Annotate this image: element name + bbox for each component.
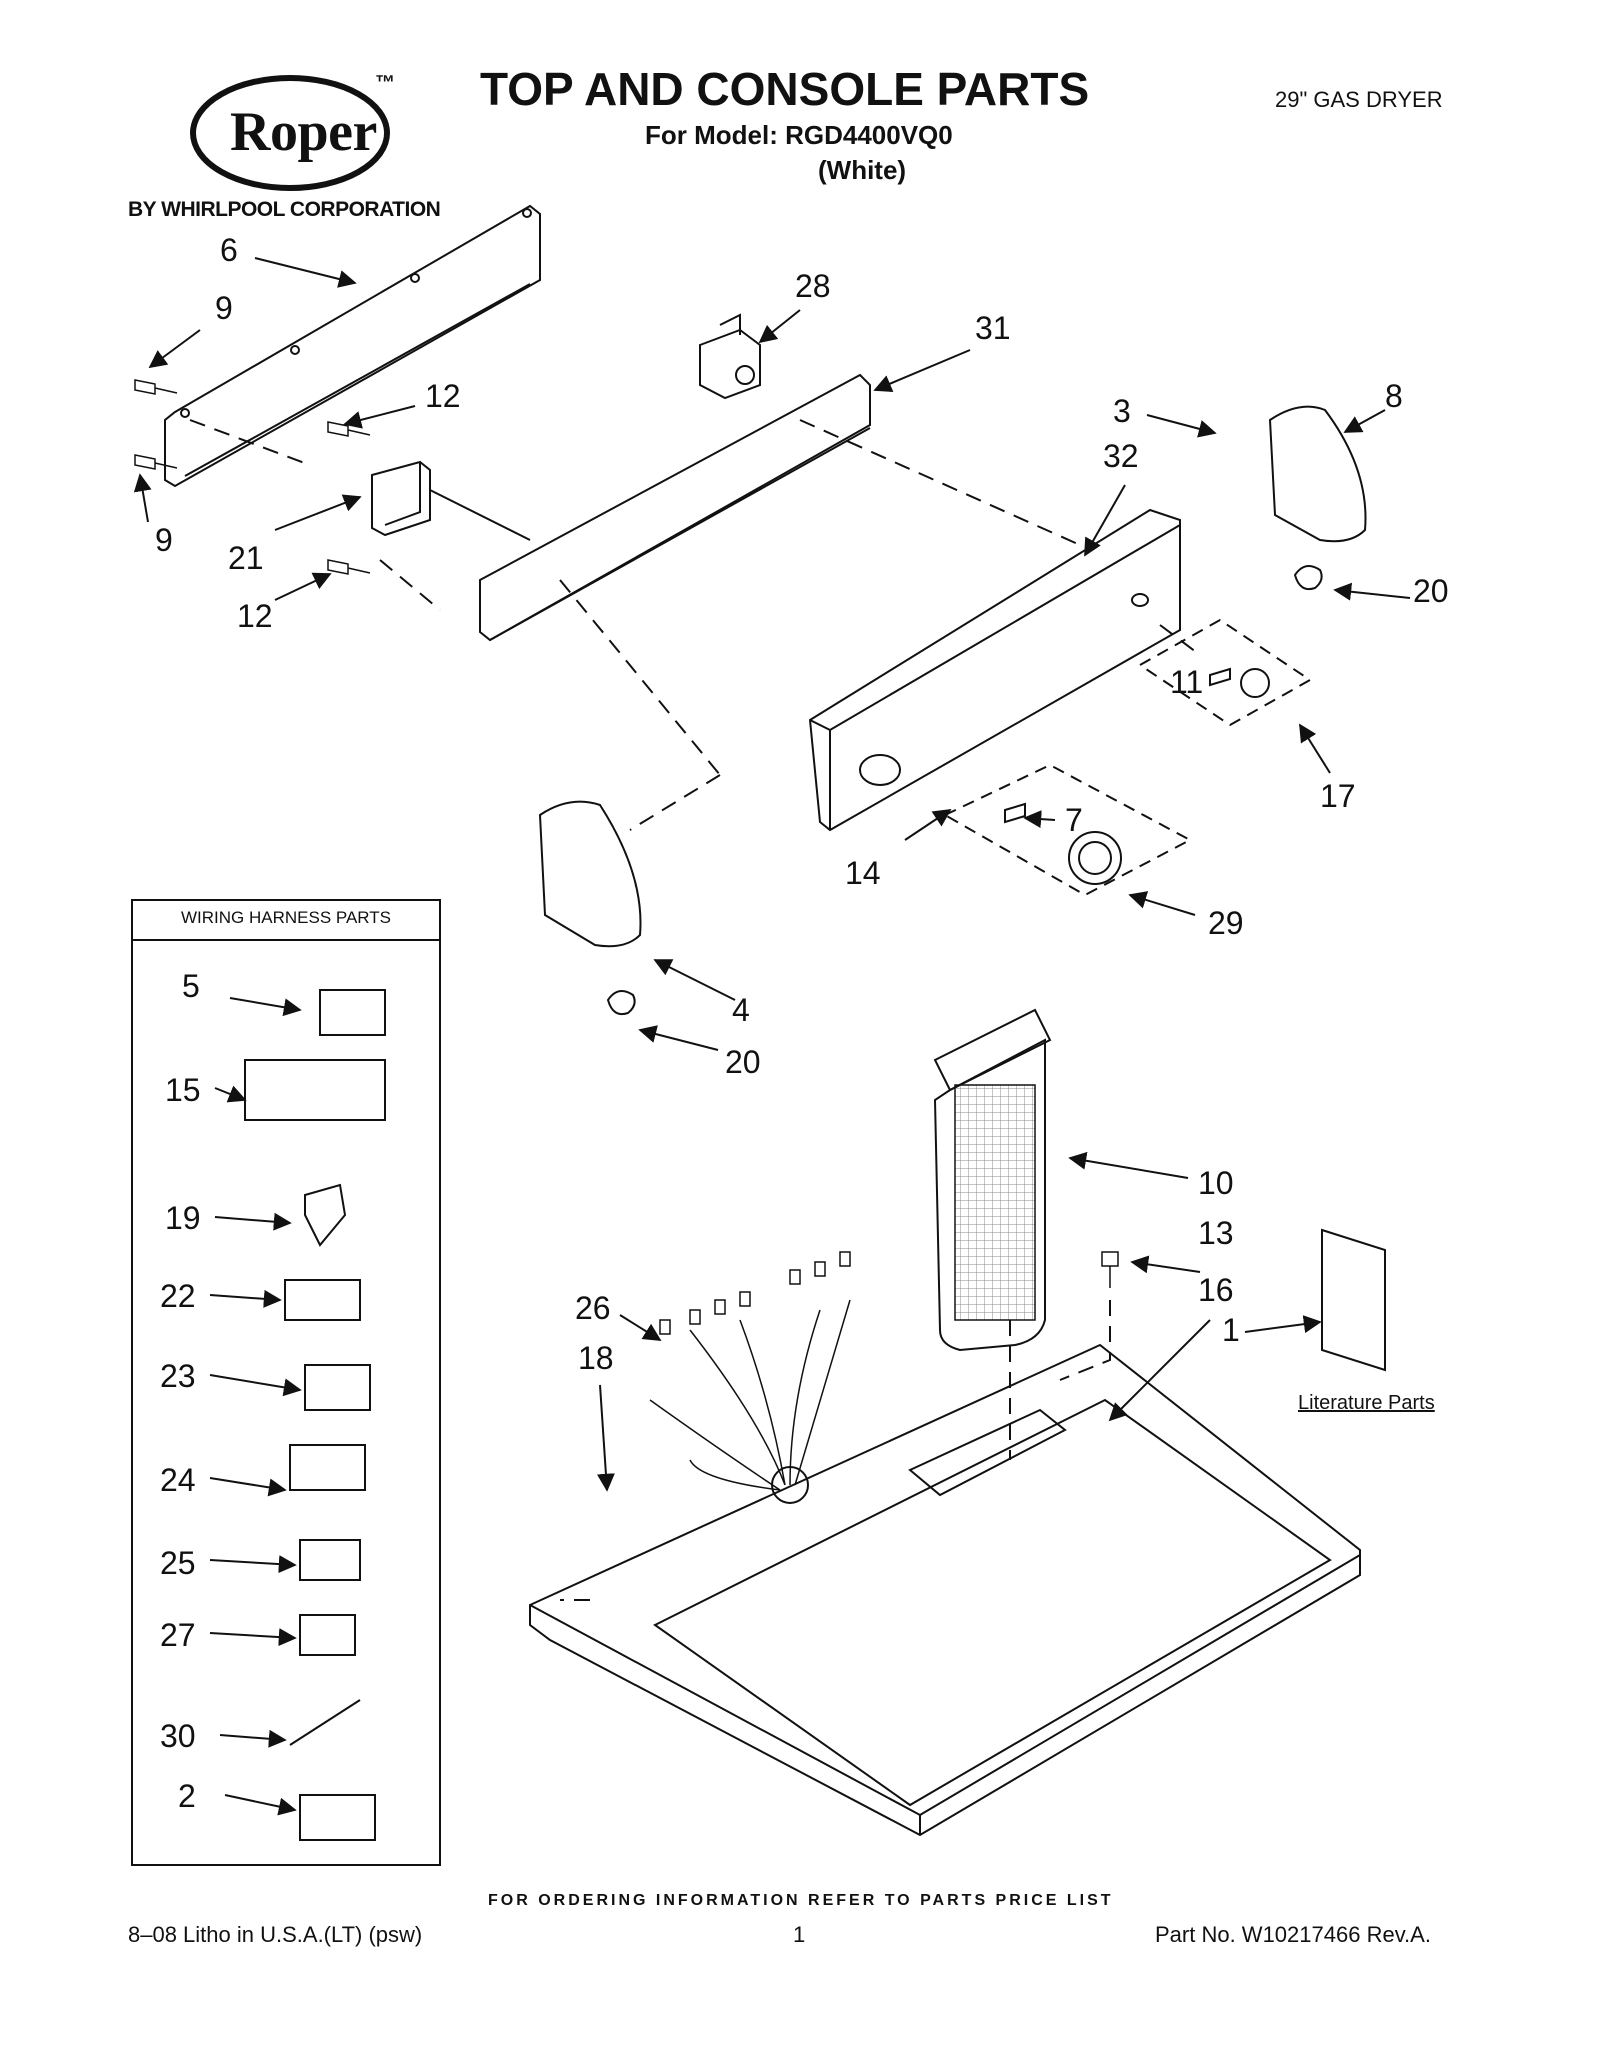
- harness-callout-27: 27: [160, 1617, 196, 1653]
- harness-callout-25: 25: [160, 1545, 196, 1581]
- screw-13: [1101, 1251, 1119, 1288]
- part-number: Part No. W10217466 Rev.A.: [1155, 1922, 1431, 1947]
- callout-6: 6: [220, 232, 238, 268]
- harness-callout-5: 5: [182, 968, 200, 1004]
- callout-28: 28: [795, 268, 831, 304]
- knob-group-17: [1138, 618, 1312, 727]
- color-line: (White): [818, 155, 907, 185]
- harness-callout-30: 30: [160, 1718, 196, 1754]
- callout-7: 7: [1065, 802, 1083, 838]
- literature-1: [1321, 1228, 1386, 1372]
- top-16: [529, 1343, 1361, 1837]
- harness-callout-23: 23: [160, 1358, 196, 1394]
- callout-11: 11: [1170, 664, 1204, 700]
- roper-logo: [190, 75, 390, 191]
- harness-callout-22: 22: [160, 1278, 196, 1314]
- literature-parts-label: Literature Parts: [1298, 1392, 1435, 1414]
- callout-13: 13: [1198, 1215, 1234, 1251]
- brand-logo-text: Roper: [230, 101, 377, 163]
- trademark: ™: [375, 72, 395, 94]
- callout-12: 12: [237, 598, 273, 634]
- callout-9: 9: [215, 290, 233, 326]
- callout-12: 12: [425, 378, 461, 414]
- harness-box-title: WIRING HARNESS PARTS: [180, 908, 391, 927]
- console-32: [808, 508, 1181, 832]
- corporation-line: BY WHIRLPOOL CORPORATION: [128, 198, 441, 221]
- callout-14: 14: [845, 855, 881, 891]
- switch-28: [699, 313, 761, 400]
- harness-callout-2: 2: [178, 1778, 196, 1814]
- rear-panel-6: [164, 204, 541, 488]
- harness-arrows: [209, 997, 302, 1816]
- page-number: 1: [793, 1922, 806, 1947]
- console-bracket-31: [479, 373, 871, 642]
- callout-17: 17: [1320, 778, 1356, 814]
- callout-16: 16: [1198, 1272, 1234, 1308]
- timer-21: [371, 460, 531, 541]
- ordering-info: FOR ORDERING INFORMATION REFER TO PARTS …: [488, 1892, 1114, 1909]
- dashed-connectors: [189, 419, 1201, 1601]
- callout-31: 31: [975, 310, 1011, 346]
- leader-arrows: [133, 257, 1411, 1492]
- callout-21: 21: [228, 540, 264, 576]
- wiring-harness-26: [649, 1251, 851, 1491]
- end-cap-8: [1268, 405, 1367, 543]
- callout-20: 20: [725, 1044, 761, 1080]
- callout-8: 8: [1385, 378, 1403, 414]
- screws-9-12: [134, 379, 371, 575]
- harness-callout-15: 15: [165, 1072, 201, 1108]
- callout-32: 32: [1103, 438, 1139, 474]
- callout-20: 20: [1413, 573, 1449, 609]
- model-line: For Model: RGD4400VQ0: [645, 120, 953, 150]
- lint-screen-10: [933, 1008, 1052, 1352]
- callout-18: 18: [578, 1340, 614, 1376]
- callout-9: 9: [155, 522, 173, 558]
- callout-26: 26: [575, 1290, 611, 1326]
- callout-4: 4: [732, 992, 750, 1028]
- harness-callout-24: 24: [160, 1462, 196, 1498]
- page-title: TOP AND CONSOLE PARTS: [480, 63, 1090, 115]
- harness-callout-19: 19: [165, 1200, 201, 1236]
- product-type: 29" GAS DRYER: [1275, 87, 1443, 112]
- clips-20: [606, 565, 1323, 1016]
- callout-10: 10: [1198, 1165, 1234, 1201]
- callout-1: 1: [1222, 1312, 1240, 1348]
- callout-29: 29: [1208, 905, 1244, 941]
- callout-3: 3: [1113, 393, 1131, 429]
- end-cap-4: [538, 800, 642, 948]
- litho-line: 8–08 Litho in U.S.A.(LT) (psw): [128, 1922, 423, 1947]
- harness-parts-box: [131, 899, 441, 1866]
